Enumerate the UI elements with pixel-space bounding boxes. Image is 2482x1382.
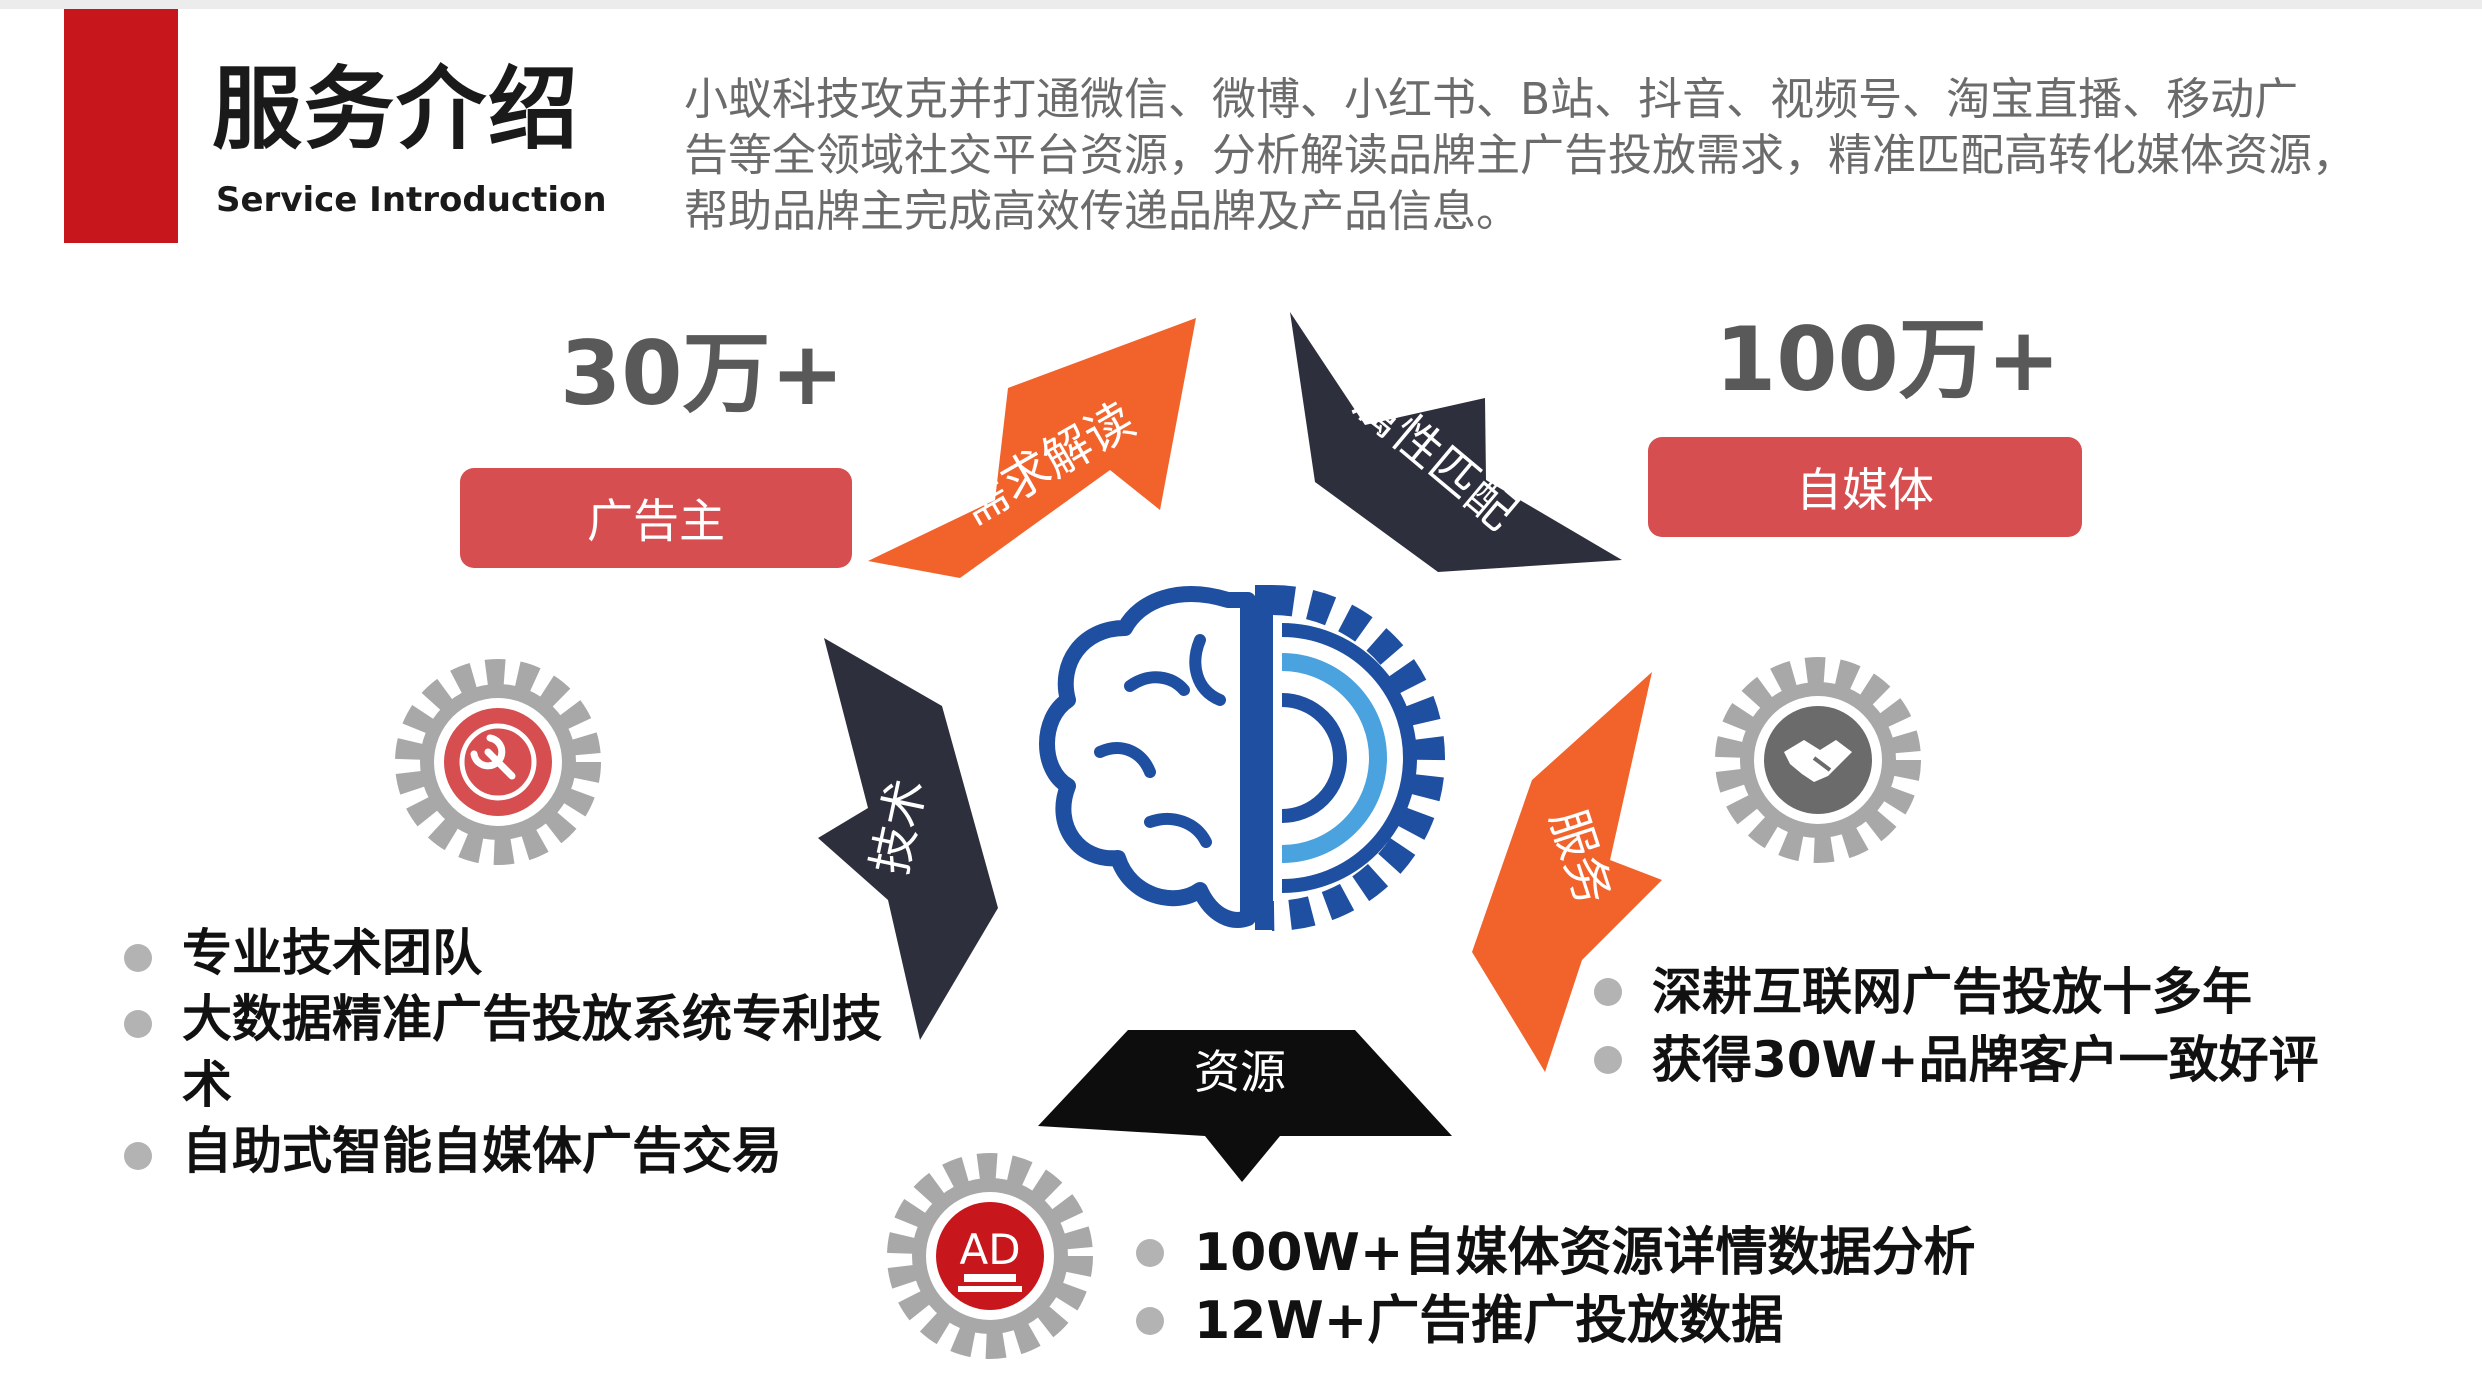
list-item: 大数据精准广告投放系统专利技术 bbox=[124, 986, 884, 1118]
list-item: 自助式智能自媒体广告交易 bbox=[124, 1118, 884, 1184]
demand-arrow: 需求解读 bbox=[868, 318, 1196, 578]
handshake-icon bbox=[1784, 740, 1852, 782]
service-arrow: 服务 bbox=[1472, 672, 1662, 1072]
tech-arrow-shape bbox=[818, 638, 998, 1040]
wrench-icon bbox=[470, 734, 516, 780]
title-accent-block bbox=[64, 9, 178, 243]
intro-line: 告等全领域社交平台资源，分析解读品牌主广告投放需求，精准匹配高转化媒体资源， bbox=[684, 130, 2356, 181]
advertiser-badge: 广告主 bbox=[460, 468, 852, 568]
tech-arrow: 技术 bbox=[818, 638, 998, 1040]
resource-gear: AD bbox=[902, 1168, 1078, 1344]
tech-points-list: 专业技术团队 大数据精准广告投放系统专利技术 自助式智能自媒体广告交易 bbox=[124, 920, 884, 1184]
service-points-list: 深耕互联网广告投放十多年 获得30W+品牌客户一致好评 bbox=[1594, 958, 2454, 1094]
advertiser-count: 30万+ bbox=[560, 322, 845, 425]
match-arrow: 属性匹配 bbox=[1290, 312, 1622, 572]
service-arrow-shape bbox=[1472, 672, 1662, 1072]
brain-gear-icon bbox=[1039, 585, 1445, 931]
list-item: 专业技术团队 bbox=[124, 920, 884, 986]
list-item: 100W+自媒体资源详情数据分析 bbox=[1136, 1219, 2116, 1287]
page-subtitle: Service Introduction bbox=[216, 180, 607, 220]
top-bar bbox=[0, 0, 2482, 9]
match-arrow-shape bbox=[1290, 312, 1622, 572]
intro-line: 帮助品牌主完成高效传递品牌及产品信息。 bbox=[684, 186, 1520, 237]
list-item: 获得30W+品牌客户一致好评 bbox=[1594, 1026, 2454, 1094]
ad-icon-text: AD bbox=[959, 1225, 1020, 1274]
tech-gear bbox=[410, 674, 586, 850]
ad-base-icon bbox=[958, 1286, 1022, 1292]
page-title: 服务介绍 bbox=[212, 57, 580, 162]
list-item: 深耕互联网广告投放十多年 bbox=[1594, 958, 2454, 1026]
resource-arrow: 资源 bbox=[1038, 1030, 1452, 1182]
media-badge: 自媒体 bbox=[1648, 437, 2082, 537]
intro-line: 小蚁科技攻克并打通微信、微博、小红书、B站、抖音、视频号、淘宝直播、移动广 bbox=[684, 74, 2299, 125]
list-item: 12W+广告推广投放数据 bbox=[1136, 1287, 2116, 1355]
media-count: 100万+ bbox=[1715, 308, 2061, 411]
intro-paragraph: 小蚁科技攻克并打通微信、微博、小红书、B站、抖音、视频号、淘宝直播、移动广 告等… bbox=[684, 72, 2444, 240]
resource-arrow-shape bbox=[1038, 1030, 1452, 1182]
service-gear bbox=[1730, 672, 1906, 848]
resource-arrow-label: 资源 bbox=[1194, 1045, 1286, 1099]
resource-points-list: 100W+自媒体资源详情数据分析 12W+广告推广投放数据 bbox=[1136, 1219, 2116, 1355]
ad-tray-icon bbox=[964, 1274, 1016, 1282]
demand-arrow-shape bbox=[868, 318, 1196, 578]
resource-badge bbox=[936, 1202, 1044, 1310]
